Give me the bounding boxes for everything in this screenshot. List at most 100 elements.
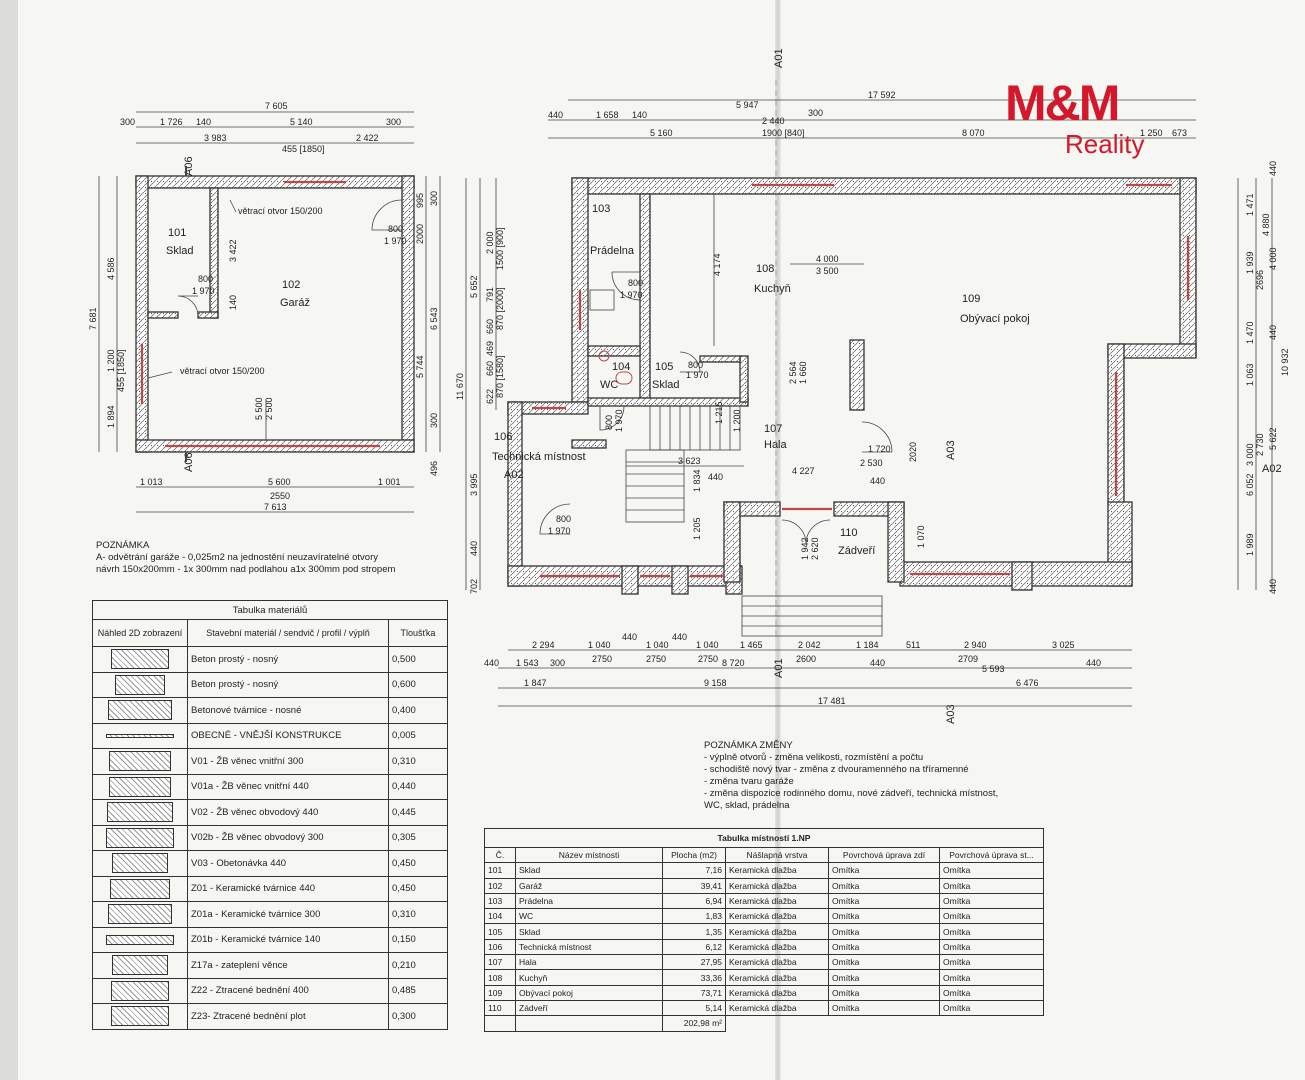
wall — [135, 175, 149, 453]
table-cell: Technická místnost — [515, 938, 663, 956]
material-name: Z22 - Ztracené bednění 400 — [187, 977, 389, 1004]
material-name: V03 - Obetonávka 440 — [187, 850, 389, 877]
table-cell: 33,36 — [662, 969, 726, 986]
dim-text: 1 658 — [596, 110, 619, 120]
door-width: 800 — [388, 224, 403, 234]
wall — [147, 311, 179, 319]
table-cell: 5,14 — [662, 999, 726, 1017]
material-name: Z01 - Keramické tvárnice 440 — [187, 875, 389, 902]
dim-text: 440 — [469, 541, 479, 556]
material-swatch — [92, 671, 188, 698]
dim-text: 2 730 — [1255, 433, 1265, 456]
table-cell: 6,94 — [662, 892, 726, 910]
brand-logo: M&M Reality — [1005, 78, 1165, 168]
dim-text: 1500 [900] — [495, 227, 505, 270]
table-cell: 103 — [484, 892, 516, 910]
garage-note: POZNÁMKA A- odvětrání garáže - 0,025m2 n… — [96, 540, 456, 576]
dim-text: 660 — [485, 319, 495, 334]
door-swing — [781, 519, 831, 545]
dim-text: 140 — [632, 110, 647, 120]
inner-dim: 2 564 — [788, 361, 798, 384]
note-line: - schodiště nový tvar - změna z dvourame… — [704, 764, 969, 775]
table-cell: 110 — [484, 999, 516, 1017]
dim-text: 2 042 — [798, 640, 821, 650]
dim-text: 791 — [485, 287, 495, 302]
wall — [1011, 561, 1033, 591]
door-height: 1 970 — [614, 409, 624, 432]
garage-plan: 101 Sklad 102 Garáž větrací otvor 150/20… — [88, 101, 441, 513]
table-cell: Keramická dlažba — [725, 923, 829, 940]
dim-text: 2 000 — [485, 231, 495, 254]
material-thickness: 0,450 — [388, 850, 448, 877]
dim-text: 440 — [672, 632, 687, 642]
dim-text: 300 — [386, 117, 401, 127]
inner-dim: 3 422 — [228, 239, 238, 262]
door-swing — [539, 503, 571, 535]
dim-text: 1 001 — [378, 477, 401, 487]
table-cell: 6,12 — [662, 938, 726, 956]
dim-text: 1 250 — [1140, 128, 1163, 138]
wall — [209, 187, 219, 319]
dim-text: 5 160 — [650, 128, 673, 138]
material-swatch — [92, 926, 188, 953]
inner-dim: 1 660 — [798, 361, 808, 384]
material-name: Z17a - zateplení věnce — [187, 952, 389, 979]
note-line: - výplně otvorů - změna velikosti, rozmí… — [704, 752, 924, 763]
wall — [401, 175, 415, 453]
inner-dim: 1 215 — [714, 401, 724, 424]
table-cell: Sklad — [515, 923, 663, 940]
material-name: Betonové tvárnice - nosné — [187, 697, 389, 724]
material-name: Z23- Ztracené bednění plot — [187, 1003, 389, 1030]
note-title: POZNÁMKA — [96, 540, 150, 551]
wall — [571, 177, 1197, 195]
vent-label: větrací otvor 150/200 — [238, 206, 323, 216]
wall — [197, 311, 219, 319]
dim-text: 7 613 — [264, 502, 287, 512]
dim-text: 870 [1580] — [495, 355, 505, 398]
table-cell: Keramická dlažba — [725, 954, 829, 971]
table-cell: Omítka — [939, 862, 1044, 879]
room-number: 104 — [612, 361, 630, 373]
inner-dim: 2 530 — [860, 458, 883, 468]
material-thickness: 0,485 — [388, 977, 448, 1004]
dim-text: 6 052 — [1245, 473, 1255, 496]
room-name: WC — [600, 379, 618, 391]
inner-dim: 440 — [870, 476, 885, 486]
door-height: 1 970 — [192, 286, 215, 296]
dim-text: 1 847 — [524, 678, 547, 688]
door-width: 800 — [604, 415, 614, 430]
table-cell: 109 — [484, 984, 516, 1001]
dim-text: 1 040 — [588, 640, 611, 650]
dim-text: 5 622 — [1268, 427, 1278, 450]
dim-text: 1 465 — [740, 640, 763, 650]
table-cell: Omítka — [828, 892, 940, 910]
table-caption: Tabulka místností 1.NP — [484, 828, 1044, 848]
door-height: 1 970 — [384, 236, 407, 246]
note-line: WC, sklad, prádelna — [704, 800, 790, 811]
dim-text: 5 140 — [290, 117, 313, 127]
material-thickness: 0,440 — [388, 773, 448, 800]
material-name: V01a - ŽB věnec vnitřní 440 — [187, 773, 389, 800]
wall — [135, 175, 415, 189]
dim-text: 440 — [1086, 658, 1101, 668]
room-name: Sklad — [166, 245, 194, 257]
note-line: návrh 150x200mm - 1x 300mm nad podlahou … — [96, 564, 396, 575]
inner-dim: 2020 — [908, 442, 918, 462]
wall — [887, 501, 905, 583]
inner-dim: 2 620 — [810, 537, 820, 560]
column-header: Povrchová úprava zdí — [828, 846, 940, 864]
column-header: Tloušťka — [388, 619, 448, 647]
dim-text: 300 — [120, 117, 135, 127]
door-swing — [861, 421, 893, 453]
note-line: - změna dispozice rodinného domu, nové z… — [704, 788, 999, 799]
table-cell: Zádveří — [515, 999, 663, 1017]
